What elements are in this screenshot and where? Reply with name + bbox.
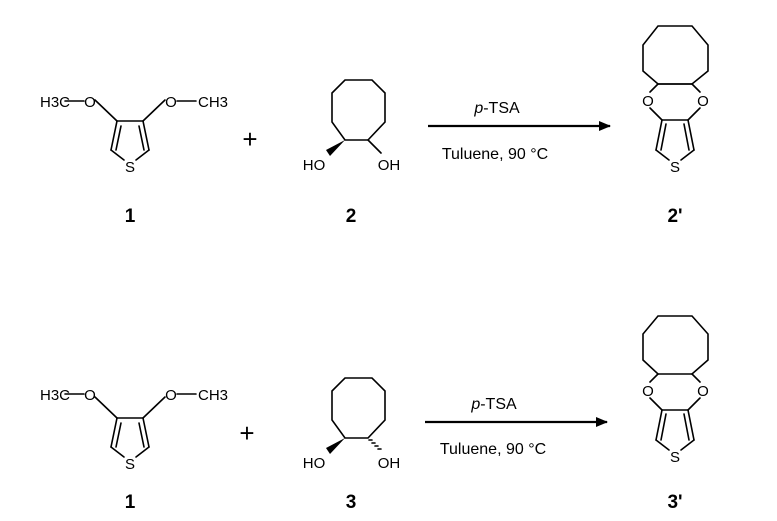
oxygen-right-label: O xyxy=(165,387,177,404)
reactant-dimethoxythiophene: H3C O O CH3 S 1 xyxy=(40,387,228,513)
oxygen-right-label: O xyxy=(697,93,709,110)
compound-label: 1 xyxy=(125,206,136,227)
oxygen-left-label: O xyxy=(84,94,96,111)
methyl-left-label: H3C xyxy=(40,387,70,404)
compound-label: 1 xyxy=(125,492,136,513)
reaction-arrow: p-TSA Tuluene, 90 °C xyxy=(428,100,611,163)
product: O O S 2' xyxy=(642,25,709,227)
sulfur-label: S xyxy=(125,159,135,176)
hydroxyl-left-label: HO xyxy=(303,157,326,174)
product: O O S 3' xyxy=(642,315,709,513)
reactant-cyclohexanediol: HO OH 3 xyxy=(303,377,401,513)
reaction-arrow: p-TSA Tuluene, 90 °C xyxy=(425,396,608,458)
reactant-cyclohexanediol: HO OH 2 xyxy=(303,79,401,227)
oxygen-left-label: O xyxy=(84,387,96,404)
solvent-condition-label: Tuluene, 90 °C xyxy=(442,146,548,163)
oxygen-left-label: O xyxy=(642,383,654,400)
hydroxyl-right-label: OH xyxy=(378,455,401,472)
compound-label: 3 xyxy=(346,492,357,513)
hydroxyl-right-label: OH xyxy=(378,157,401,174)
oxygen-right-label: O xyxy=(697,383,709,400)
reagent-label: p-TSA xyxy=(470,396,517,413)
plus-sign: + xyxy=(242,124,257,154)
sulfur-label: S xyxy=(125,456,135,473)
compound-label: 3' xyxy=(667,492,682,513)
oxygen-right-label: O xyxy=(165,94,177,111)
reaction-1: H3C O O CH3 S 1 + HO OH 2 p-TSA Tuluene,… xyxy=(40,25,709,227)
reaction-2: H3C O O CH3 S 1 + HO OH 3 p-TSA Tuluene,… xyxy=(40,315,709,513)
methyl-right-label: CH3 xyxy=(198,94,228,111)
sulfur-label: S xyxy=(670,449,680,466)
reactant-dimethoxythiophene: H3C O O CH3 S 1 xyxy=(40,94,228,227)
compound-label: 2 xyxy=(346,206,357,227)
oxygen-left-label: O xyxy=(642,93,654,110)
wedge-bond xyxy=(326,438,345,454)
hash-bond xyxy=(368,439,382,450)
hydroxyl-left-label: HO xyxy=(303,455,326,472)
methyl-left-label: H3C xyxy=(40,94,70,111)
wedge-bond xyxy=(326,140,345,156)
compound-label: 2' xyxy=(667,206,682,227)
plus-sign: + xyxy=(239,418,254,448)
methyl-right-label: CH3 xyxy=(198,387,228,404)
solvent-condition-label: Tuluene, 90 °C xyxy=(440,441,546,458)
reagent-label: p-TSA xyxy=(473,100,520,117)
sulfur-label: S xyxy=(670,159,680,176)
